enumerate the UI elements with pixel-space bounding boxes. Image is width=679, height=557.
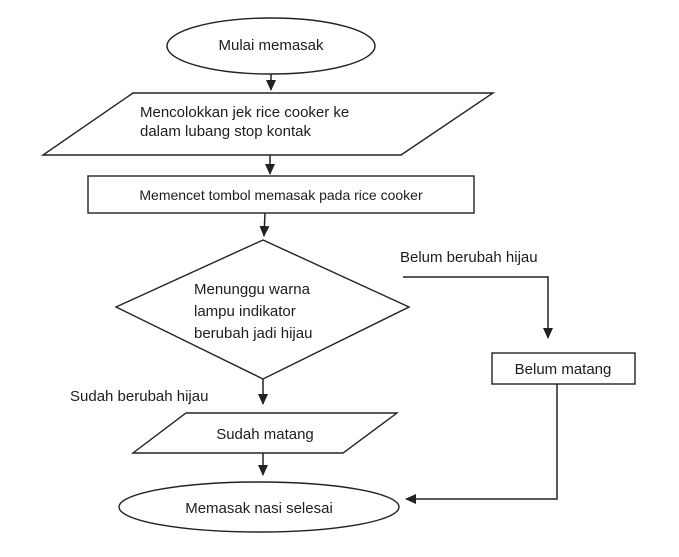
not-done-box-label: Belum matang — [515, 361, 612, 378]
end-terminator-label: Memasak nasi selesai — [185, 500, 333, 517]
arrow-decision-to-notdone — [403, 276, 553, 339]
press-button-process-shape — [87, 175, 475, 214]
edge-label-not-green: Belum berubah hijau — [400, 249, 538, 266]
arrow-press-to-decision — [259, 212, 270, 237]
start-terminator-shape — [166, 17, 376, 75]
edge-label-green: Sudah berubah hijau — [70, 388, 208, 405]
plug-in-io-line2: dalam lubang stop kontak — [140, 123, 311, 140]
done-io-label: Sudah matang — [216, 426, 314, 443]
plug-in-io-shape — [40, 92, 496, 156]
wait-indicator-decision-line1: Menunggu warna — [194, 281, 311, 298]
wait-indicator-decision-line2: lampu indikator — [194, 303, 296, 320]
wait-indicator-decision-shape — [114, 239, 411, 380]
arrow-notdone-to-end — [405, 384, 558, 504]
end-terminator-shape — [118, 481, 400, 533]
wait-indicator-decision-line3: berubah jadi hijau — [194, 325, 312, 342]
flowchart-shapes: Mulai memasak Mencolokkan jek rice cooke… — [40, 17, 636, 533]
plug-in-io-line1: Mencolokkan jek rice cooker ke — [140, 104, 349, 121]
press-button-process-label: Memencet tombol memasak pada rice cooker — [139, 187, 423, 203]
start-terminator-label: Mulai memasak — [218, 37, 324, 54]
not-done-box-shape — [491, 352, 636, 385]
done-io-shape — [130, 412, 400, 454]
